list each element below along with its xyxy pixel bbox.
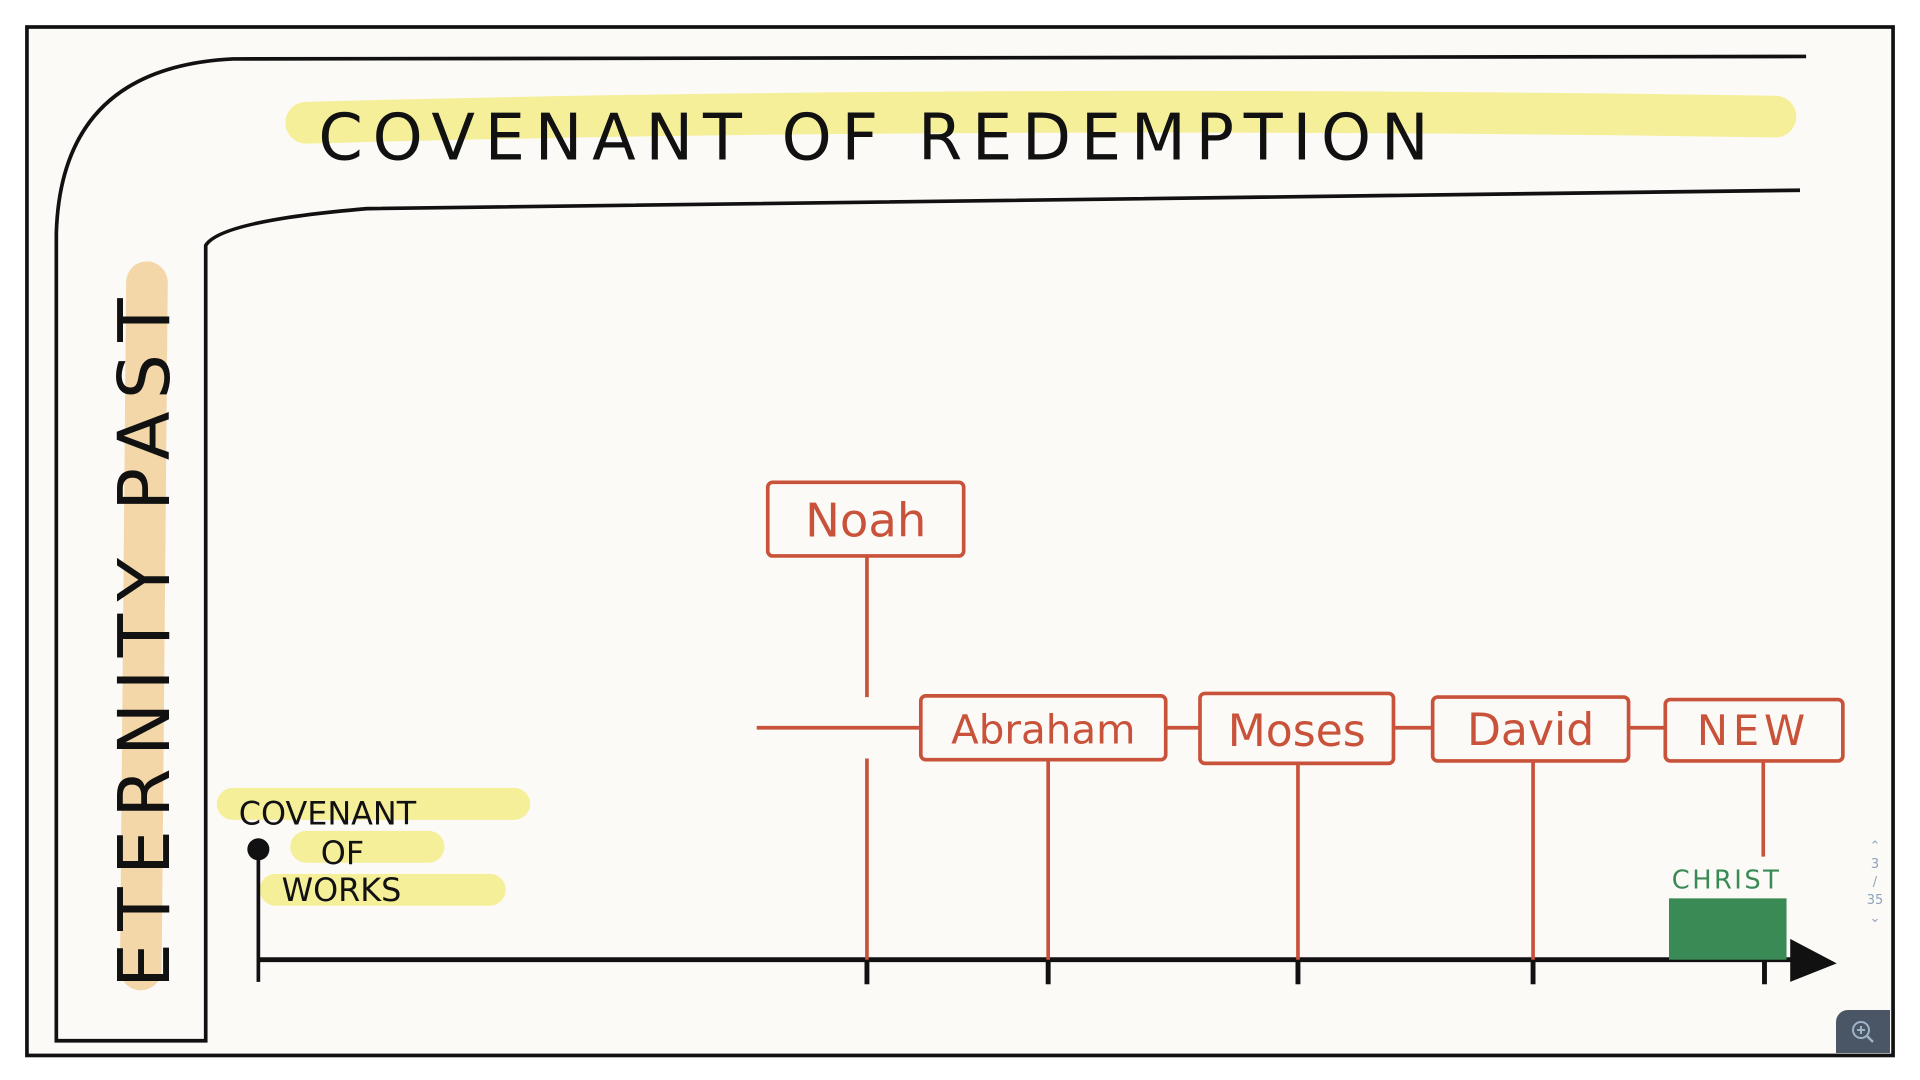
new-box (1663, 697, 1845, 763)
works-label-1: COVENANT (239, 795, 417, 833)
timeline-arrow-icon (1790, 938, 1837, 982)
covenant-new: NEW (1697, 706, 1810, 755)
covenant-moses: Moses (1228, 706, 1366, 757)
page-current: 3 (1870, 857, 1880, 872)
abraham-box (918, 694, 1168, 762)
slide-pager: ⌃ 3 / 35 ⌄ (1858, 838, 1892, 928)
covenant-david: David (1467, 705, 1594, 756)
title-highlight (285, 90, 1797, 144)
page-total: 35 (1866, 893, 1884, 908)
noah-box (765, 480, 966, 558)
axis-ticks (864, 959, 1767, 985)
title: COVENANT OF REDEMPTION (318, 101, 1438, 175)
chevron-down-icon[interactable]: ⌄ (1869, 911, 1881, 926)
side-label: ETERNITY PAST (103, 286, 186, 988)
works-label-3: WORKS (282, 871, 402, 909)
side-highlight (120, 261, 168, 991)
moses-box (1198, 691, 1396, 766)
david-box (1430, 695, 1631, 763)
zoom-in-icon (1852, 1020, 1874, 1043)
page-separator: / (1872, 875, 1878, 890)
works-highlight (216, 787, 531, 906)
covenant-noah: Noah (805, 493, 926, 547)
chevron-up-icon[interactable]: ⌃ (1869, 839, 1881, 854)
christ-block (1668, 898, 1787, 960)
works-label-2: OF (321, 834, 364, 872)
zoom-in-button[interactable] (1836, 1010, 1890, 1053)
christ-label: CHRIST (1672, 866, 1781, 896)
eternity-frame-line (54, 54, 1807, 1043)
covenant-abraham: Abraham (951, 706, 1135, 754)
